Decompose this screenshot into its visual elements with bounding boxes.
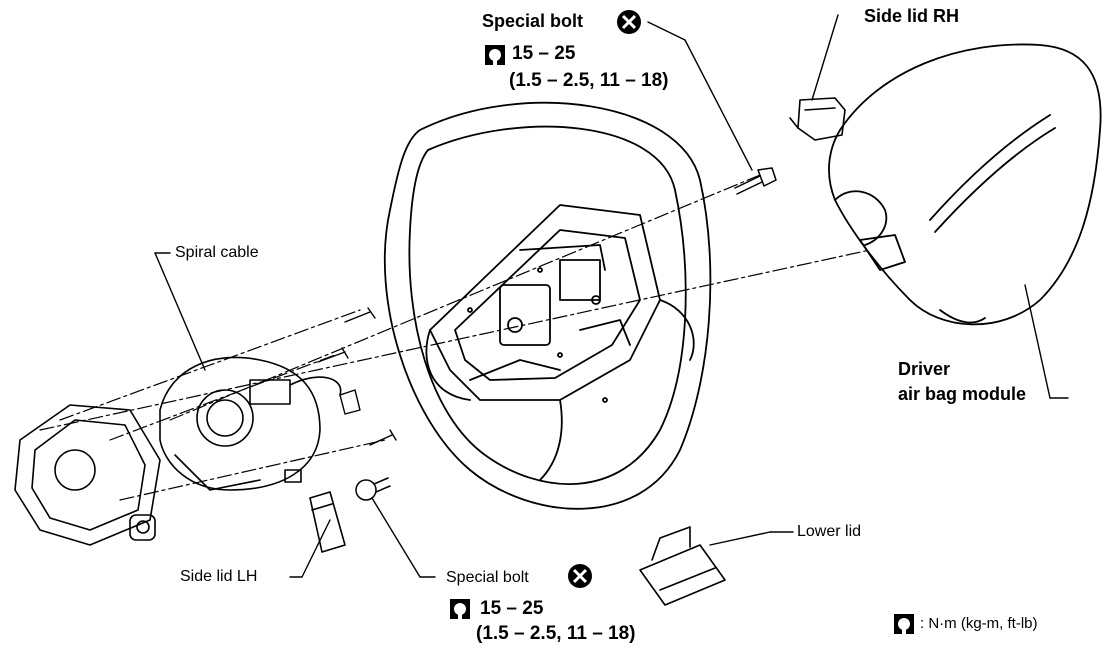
- steering-column-housing: [14, 404, 161, 546]
- legend-units-label: : N·m (kg-m, ft-lb): [920, 615, 1038, 632]
- steering-wheel: [383, 101, 712, 510]
- special-bolt-bottom: [355, 477, 391, 501]
- special-bolt-bottom-label: Special bolt: [446, 569, 529, 586]
- spiral-cable-label: Spiral cable: [175, 244, 259, 261]
- torque-wrench-icon: [450, 599, 470, 619]
- leader-lines: [154, 14, 1069, 578]
- side-lid-lh-label: Side lid LH: [180, 568, 258, 585]
- side-lid-rh-label: Side lid RH: [864, 6, 960, 26]
- spiral-cable: [159, 356, 342, 491]
- driver-airbag-label-line2: air bag module: [898, 384, 1027, 404]
- torque-bottom-value: 15 – 25: [480, 598, 544, 619]
- torque-wrench-icon: [894, 614, 914, 634]
- lower-lid-label: Lower lid: [797, 523, 862, 540]
- special-bolt-top: [734, 167, 777, 195]
- torque-top-value: 15 – 25: [512, 43, 576, 64]
- torque-bottom-alt: (1.5 – 2.5, 11 – 18): [476, 623, 636, 644]
- special-bolt-top-label: Special bolt: [482, 11, 584, 31]
- do-not-reuse-x-icon: [568, 564, 592, 588]
- side-lid-lh: [309, 491, 346, 553]
- driver-airbag-label-line1: Driver: [898, 359, 951, 379]
- driver-airbag-module: [828, 43, 1102, 326]
- do-not-reuse-x-icon: [617, 10, 641, 34]
- side-lid-rh: [789, 97, 846, 141]
- torque-top-alt: (1.5 – 2.5, 11 – 18): [509, 70, 669, 91]
- torque-wrench-icon: [485, 45, 505, 65]
- lower-lid: [639, 526, 726, 606]
- screws: [317, 307, 397, 446]
- assembly-axis-lines: [39, 174, 871, 501]
